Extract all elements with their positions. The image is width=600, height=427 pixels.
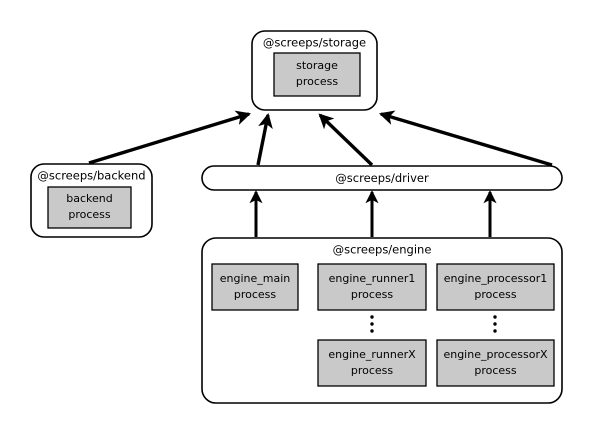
processor-ellipsis-icon <box>493 315 497 333</box>
edge-group <box>88 110 553 237</box>
package-driver[interactable]: @screeps/driver <box>201 165 563 191</box>
runner-ellipsis-icon <box>370 315 374 333</box>
package-storage-label: @screeps/storage <box>263 36 366 50</box>
package-backend[interactable]: @screeps/backend backend process <box>30 163 153 238</box>
package-engine-label: @screeps/engine <box>333 243 432 257</box>
process-storage-line1: storage <box>296 59 338 72</box>
process-box-engine-processor1[interactable] <box>436 263 555 311</box>
process-engine-main-line1: engine_main <box>220 272 291 285</box>
process-box-engine-main[interactable] <box>211 263 299 311</box>
edge-driver-to-storage-right <box>378 110 553 167</box>
process-engine-runnerx-line2: process <box>351 364 394 377</box>
process-box-engine-processorx[interactable] <box>436 339 555 387</box>
process-engine-runner1-line1: engine_runner1 <box>329 272 416 285</box>
package-driver-label: @screeps/driver <box>335 171 429 185</box>
process-backend-line1: backend <box>66 192 112 205</box>
process-storage-line2: process <box>296 75 339 88</box>
process-engine-processor1-line1: engine_processor1 <box>444 272 548 285</box>
edge-backend-to-storage <box>88 110 252 165</box>
edge-driver-to-storage-left <box>256 112 273 166</box>
package-driver-outline <box>201 165 563 191</box>
process-box-engine-runnerx[interactable] <box>317 339 427 387</box>
process-box-storage[interactable] <box>273 52 361 97</box>
process-engine-processorx-line2: process <box>474 364 517 377</box>
process-engine-processor1-line2: process <box>474 288 517 301</box>
process-engine-runnerx-line1: engine_runnerX <box>328 348 416 361</box>
process-backend-line2: process <box>68 208 111 221</box>
process-engine-main-line2: process <box>234 288 277 301</box>
package-backend-label: @screeps/backend <box>37 169 145 183</box>
package-engine[interactable]: @screeps/engine engine_main process engi… <box>201 237 563 404</box>
edge-driver-to-storage-middle <box>318 113 374 167</box>
process-engine-runner1-line2: process <box>351 288 394 301</box>
package-storage[interactable]: @screeps/storage storage process <box>251 30 378 111</box>
process-box-backend[interactable] <box>47 186 132 229</box>
process-box-engine-runner1[interactable] <box>317 263 427 311</box>
process-engine-processorx-line1: engine_processorX <box>443 348 548 361</box>
